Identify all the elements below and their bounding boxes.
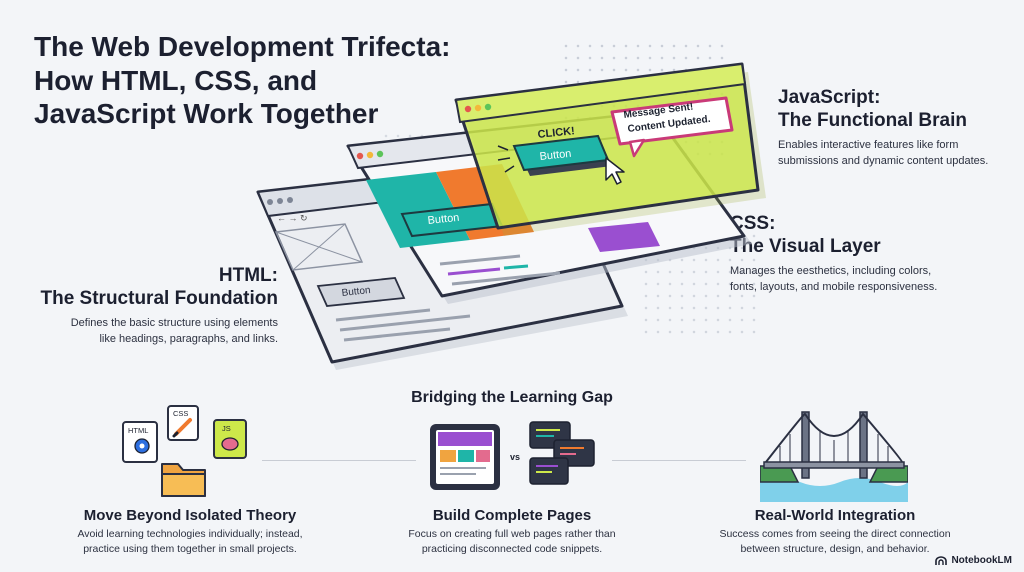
click-label: CLICK! — [537, 125, 575, 141]
left-tower — [801, 411, 810, 479]
brain-icon — [221, 437, 239, 451]
message-bubble — [610, 96, 734, 146]
html-button[interactable] — [316, 277, 406, 307]
notebooklm-logo-icon — [935, 555, 948, 565]
css-name-line-1: CSS: — [730, 213, 776, 234]
html-window-dot — [277, 198, 283, 204]
css-window-dot-yellow — [366, 151, 374, 159]
html-description: Defines the basic structure using elemen… — [30, 316, 278, 348]
page-vs-snippets-illustration: vs — [430, 421, 595, 490]
css-button-label: Button — [427, 212, 460, 227]
click-burst-lines — [497, 145, 515, 173]
files-folder-illustration: HTML CSS JS — [122, 405, 247, 497]
divider-left — [262, 460, 416, 461]
card-2-description: Focus on creating full web pages rather … — [370, 527, 654, 556]
html-desc-line-2: like headings, paragraphs, and links. — [99, 333, 278, 346]
card-1-description: Avoid learning technologies individually… — [40, 527, 340, 556]
bridge-illustration — [760, 411, 908, 502]
js-window: Button CLICK! Message Sent! Content Upda… — [454, 62, 766, 236]
css-description: Manages the eesthetics, including colors… — [730, 264, 980, 296]
css-window-dot-red — [356, 152, 364, 160]
card-2-desc-line-2: practicing disconnected code snippets. — [421, 542, 603, 555]
card-1-desc-line-1: Avoid learning technologies individually… — [77, 528, 303, 540]
title-line-1: The Web Development Trifecta: — [34, 31, 451, 62]
js-desc-line-2: submissions and dynamic content updates. — [778, 155, 989, 168]
card-3-desc-line-1: Success comes from seeing the direct con… — [719, 528, 951, 540]
css-desc-line-2: fonts, layouts, and mobile responsivenes… — [730, 281, 938, 294]
brand-watermark: NotebookLM — [935, 555, 1012, 566]
folder-icon — [161, 463, 206, 497]
brand-name: NotebookLM — [951, 555, 1012, 566]
js-description: Enables interactive features like form s… — [778, 138, 1018, 170]
section-title: Bridging the Learning Gap — [411, 389, 613, 406]
js-window-dot-green — [484, 103, 492, 111]
title-line-3: JavaScript Work Together — [34, 98, 379, 130]
message-bubble-tail — [628, 138, 646, 158]
html-file-icon: HTML — [122, 421, 158, 463]
right-tower — [859, 411, 868, 479]
html-text-line — [343, 327, 451, 342]
html-desc-line-1: Defines the basic structure using elemen… — [70, 317, 278, 330]
bridge-deck — [763, 461, 905, 469]
js-name: JavaScript: The Functional Brain — [778, 86, 1018, 132]
html-label-block: HTML: The Structural Foundation Defines … — [30, 264, 279, 348]
js-window-dot-red — [464, 105, 472, 113]
bridge-suspenders — [779, 430, 889, 462]
js-desc-line-1: Enables interactive features like form — [778, 139, 959, 152]
card-1-title: Move Beyond Isolated Theory — [83, 507, 297, 524]
html-name: HTML: The Structural Foundation — [30, 264, 279, 310]
css-label-block: CSS: The Visual Layer Manages the eesthe… — [730, 212, 980, 296]
vs-label: vs — [510, 452, 520, 462]
html-file-label: HTML — [128, 426, 148, 435]
js-label-block: JavaScript: The Functional Brain Enables… — [778, 86, 1018, 170]
code-snippet-icons — [529, 421, 595, 485]
card-3-description: Success comes from seeing the direct con… — [690, 527, 980, 556]
page-title: The Web Development Trifecta: How HTML, … — [34, 30, 554, 131]
bridge-cable — [765, 412, 903, 463]
js-window-titlebar — [454, 62, 747, 124]
html-button-label: Button — [341, 285, 371, 299]
layered-windows-illustration: ← → ↻ Button Button But — [256, 62, 766, 370]
divider-right — [612, 460, 746, 461]
css-file-label: CSS — [173, 409, 188, 418]
js-button-label: Button — [539, 148, 572, 163]
cursor-icon — [605, 157, 625, 185]
html-nav-arrows: ← → ↻ — [277, 213, 308, 223]
js-window-dot-yellow — [474, 104, 482, 112]
water — [760, 478, 908, 502]
html-text-line — [335, 308, 431, 322]
js-name-line-1: JavaScript: — [778, 87, 881, 108]
css-purple-block — [588, 222, 660, 252]
html-name-line-1: HTML: — [218, 265, 278, 286]
css-name: CSS: The Visual Layer — [730, 212, 980, 258]
title-line-2: How HTML, CSS, and — [34, 64, 318, 96]
css-text-line — [439, 254, 521, 266]
card-2-desc-line-1: Focus on creating full web pages rather … — [408, 528, 616, 540]
js-file-label: JS — [222, 424, 231, 433]
css-window-dot-green — [376, 150, 384, 158]
js-name-line-2: The Functional Brain — [778, 110, 967, 132]
css-name-line-2: The Visual Layer — [730, 236, 881, 258]
css-teal-line — [503, 264, 529, 270]
card-3-desc-line-2: between structure, design, and behavior. — [740, 542, 930, 555]
css-file-icon: CSS — [167, 405, 199, 441]
html-name-line-2: The Structural Foundation — [40, 288, 279, 310]
css-desc-line-1: Manages the eesthetics, including colors… — [730, 265, 932, 278]
tablet-icon — [430, 424, 500, 490]
card-2-title: Build Complete Pages — [432, 507, 592, 524]
html-text-line — [339, 314, 471, 332]
card-1-desc-line-2: practice using them together in small pr… — [83, 542, 297, 555]
html-window-dot — [267, 199, 273, 205]
js-file-icon: JS — [213, 419, 247, 459]
html-window-dot — [287, 197, 293, 203]
css-purple-line — [447, 267, 501, 276]
css-text-line — [451, 271, 561, 286]
card-3-title: Real-World Integration — [754, 507, 916, 524]
html-image-cross — [292, 223, 346, 271]
